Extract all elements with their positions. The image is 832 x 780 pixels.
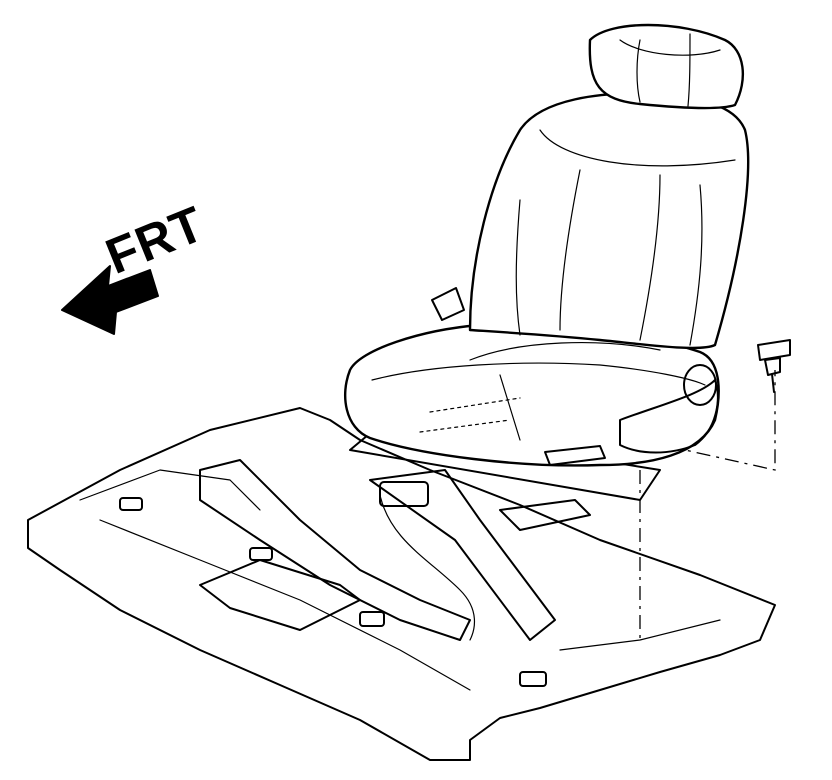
- floor-pan: [27, 407, 776, 761]
- seat-cushion: [343, 322, 720, 467]
- seat-back: [431, 92, 750, 350]
- headrest: [588, 23, 744, 110]
- left-arrow-icon: [61, 265, 159, 335]
- seat-bolt: [757, 339, 791, 393]
